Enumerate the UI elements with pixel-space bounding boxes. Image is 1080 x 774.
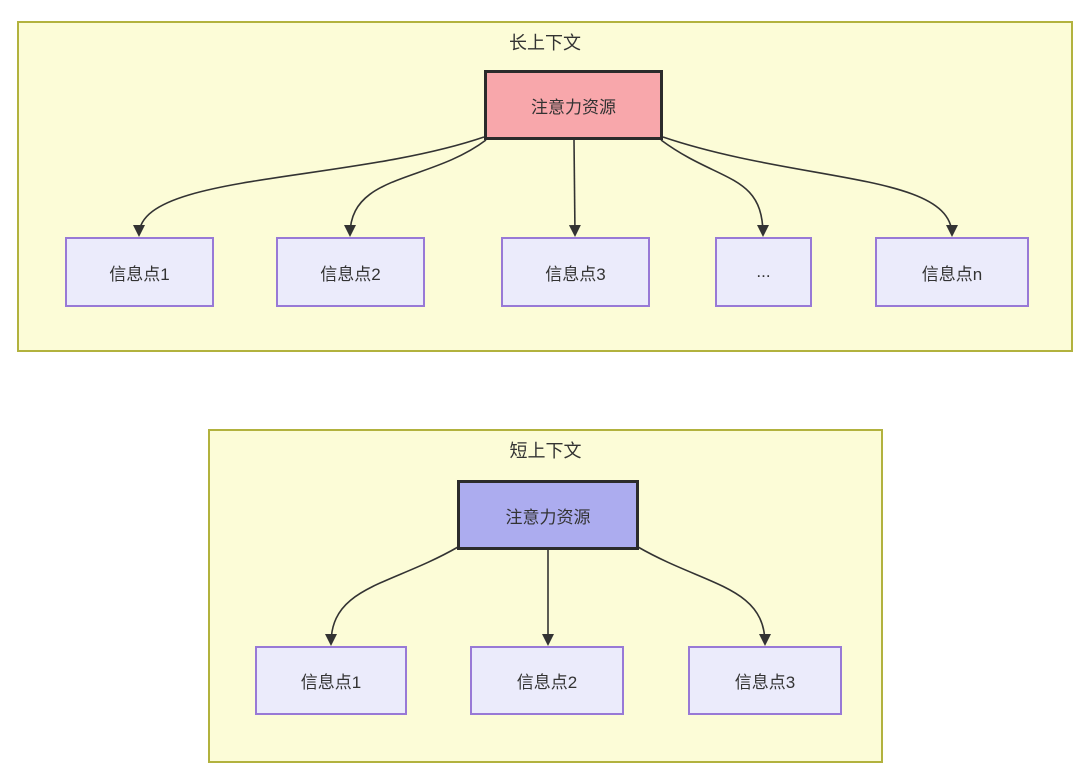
short-info-node-3: 信息点3 xyxy=(688,646,842,715)
short-attention-node: 注意力资源 xyxy=(457,480,639,550)
arrow-long-2 xyxy=(344,139,487,237)
long-info-node-n: 信息点n xyxy=(875,237,1029,307)
short-info-node-2: 信息点2 xyxy=(470,646,624,715)
short-info-label-2: 信息点2 xyxy=(516,673,578,692)
long-attention-label: 注意力资源 xyxy=(531,97,616,117)
short-info-label-1: 信息点1 xyxy=(300,673,362,692)
short-info-label-3: 信息点3 xyxy=(734,673,796,692)
long-context-panel: 长上下文 注意力资源 信息点1 信息点2 信息点3 xyxy=(17,21,1073,352)
long-info-node-ellipsis: ... xyxy=(715,237,812,307)
arrow-long-5 xyxy=(662,136,958,237)
arrow-long-4 xyxy=(660,139,769,237)
arrow-short-1 xyxy=(325,546,459,646)
short-context-title: 短上下文 xyxy=(509,441,582,461)
short-context-panel: 短上下文 注意力资源 信息点1 信息点2 信息点3 xyxy=(208,429,883,763)
long-info-node-2: 信息点2 xyxy=(276,237,425,307)
short-info-node-1: 信息点1 xyxy=(255,646,407,715)
long-info-node-3: 信息点3 xyxy=(501,237,650,307)
long-info-label-1: 信息点1 xyxy=(109,264,170,284)
long-info-label-ellipsis: ... xyxy=(756,262,771,281)
long-info-label-n: 信息点n xyxy=(921,264,983,284)
arrow-long-1 xyxy=(133,136,485,237)
long-context-title: 长上下文 xyxy=(509,33,581,53)
arrow-short-3 xyxy=(637,546,771,646)
long-attention-node: 注意力资源 xyxy=(484,70,663,140)
arrow-long-3 xyxy=(568,139,581,237)
short-attention-label: 注意力资源 xyxy=(505,507,591,527)
long-info-label-2: 信息点2 xyxy=(320,264,381,284)
long-info-node-1: 信息点1 xyxy=(65,237,214,307)
long-info-label-3: 信息点3 xyxy=(545,264,606,284)
